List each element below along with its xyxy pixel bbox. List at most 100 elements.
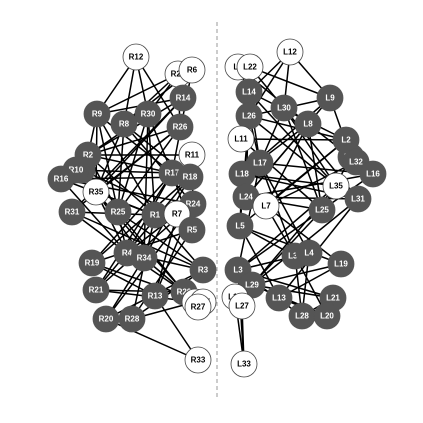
node-label: L11	[234, 135, 248, 144]
edge-L32-L7	[265, 161, 357, 207]
edge-R5-R28	[131, 229, 193, 320]
node-r30: R30	[134, 100, 162, 128]
node-label: L32	[349, 158, 363, 167]
node-l12: L12	[276, 38, 304, 66]
edge-L11-L2	[240, 138, 347, 141]
node-label: R5	[187, 226, 198, 235]
edge-L22-L9	[249, 66, 331, 99]
node-label: L3	[233, 266, 243, 275]
edge-L7-L19	[265, 205, 342, 265]
node-circle	[265, 284, 293, 312]
node-circle	[294, 110, 322, 138]
node-label: L33	[237, 360, 251, 369]
node-label: R22	[171, 70, 186, 79]
node-r34: R34	[130, 244, 158, 272]
node-r28: R28	[118, 305, 146, 333]
node-l22: L22	[236, 53, 264, 81]
node-label: R6	[187, 66, 198, 75]
node-label: R11	[185, 151, 200, 160]
node-label: R25	[111, 208, 126, 217]
node-r20: R20	[92, 305, 120, 333]
node-l8: L8	[294, 110, 322, 138]
node-label: R12	[129, 53, 144, 62]
node-circle	[47, 165, 75, 193]
node-l20: L20	[313, 302, 341, 330]
edge-L25-L3	[237, 209, 323, 271]
node-label: L9	[325, 94, 335, 103]
node-circle	[169, 84, 197, 112]
node-l26: L26	[235, 102, 263, 130]
edge-L26-L35	[248, 115, 337, 187]
node-label: L12	[283, 48, 297, 57]
node-circle	[230, 350, 258, 378]
node-circle	[228, 292, 256, 320]
node-circle	[359, 160, 387, 188]
edge-R22-R9	[96, 73, 179, 115]
node-label: R29	[177, 288, 192, 297]
node-label: R2	[83, 151, 94, 160]
node-label: R3	[198, 266, 209, 275]
node-label: R21	[89, 286, 104, 295]
node-circle	[110, 110, 138, 138]
node-label: R4	[122, 249, 133, 258]
node-circle	[276, 38, 304, 66]
edge-L8-L25	[307, 123, 323, 211]
node-label: L21	[326, 294, 340, 303]
node-circle	[78, 249, 106, 277]
node-label: R31	[65, 208, 80, 217]
node-circle	[130, 244, 158, 272]
node-l5: L5	[226, 212, 254, 240]
node-label: R35	[89, 188, 104, 197]
node-label: R33	[191, 356, 206, 365]
node-r31: R31	[58, 198, 86, 226]
edge-L19-L29	[251, 263, 342, 286]
node-r14: R14	[169, 84, 197, 112]
node-l30: L30	[270, 94, 298, 122]
edge-L29-L21	[251, 284, 334, 299]
node-label: L18	[235, 170, 249, 179]
node-l11: L11	[227, 125, 255, 153]
node-r11: R11	[178, 141, 206, 169]
node-label: L28	[295, 312, 309, 321]
node-r5: R5	[178, 216, 206, 244]
node-label: R7	[172, 210, 183, 219]
node-l33: L33	[230, 350, 258, 378]
node-label: R28	[125, 315, 140, 324]
node-circle	[184, 346, 212, 374]
edge-R30-R1	[147, 113, 156, 216]
edge-R9-R17	[96, 113, 173, 174]
node-label: L26	[242, 112, 256, 121]
edge-R21-R29	[95, 289, 185, 293]
edge-R26-R2	[87, 126, 181, 156]
node-label: L4	[304, 249, 314, 258]
edge-L5-L13	[239, 225, 280, 299]
node-r35: R35	[82, 178, 110, 206]
node-l25: L25	[308, 196, 336, 224]
node-circle	[176, 163, 204, 191]
node-label: R16	[54, 175, 69, 184]
node-label: R20	[99, 315, 114, 324]
node-circle	[227, 125, 255, 153]
node-r26: R26	[166, 113, 194, 141]
node-l16: L16	[359, 160, 387, 188]
node-label: L19	[334, 260, 348, 269]
node-circle	[178, 216, 206, 244]
node-label: L25	[315, 206, 329, 215]
node-label: R1	[150, 211, 161, 220]
node-l18: L18	[228, 160, 256, 188]
node-label: L7	[261, 202, 271, 211]
node-label: L14	[242, 88, 256, 97]
edge-R18-R19	[91, 176, 191, 264]
node-label: L27	[235, 302, 249, 311]
node-label: R27	[191, 303, 206, 312]
node-r9: R9	[83, 100, 111, 128]
node-circle	[189, 256, 217, 284]
node-label: R17	[165, 169, 180, 178]
edge-R8-R25	[117, 123, 125, 213]
node-r3: R3	[189, 256, 217, 284]
node-l9: L9	[316, 84, 344, 112]
node-label: L17	[253, 159, 267, 168]
node-label: R13	[148, 292, 163, 301]
node-label: R10	[69, 166, 84, 175]
